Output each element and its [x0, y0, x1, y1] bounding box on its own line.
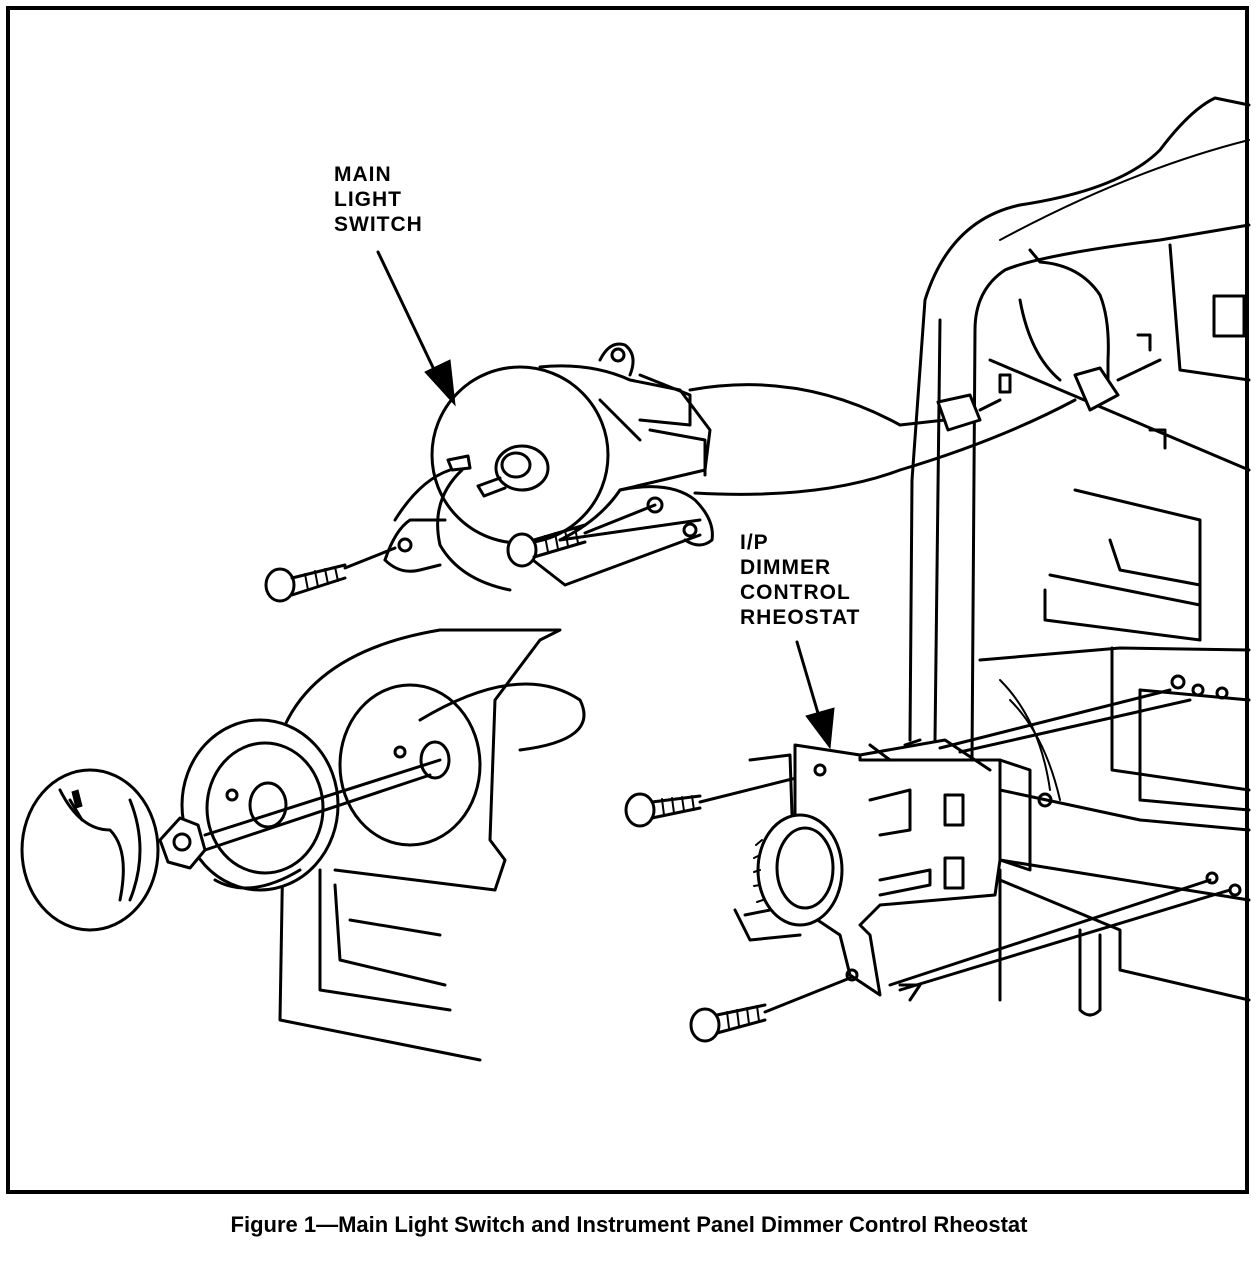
- dimmer-rheostat-label-line-4: RHEOSTAT: [740, 606, 861, 629]
- dimmer-rheostat-arrow: [795, 640, 835, 750]
- rheostat-screw-lower: [689, 976, 852, 1043]
- wiring-harness: [688, 358, 1162, 496]
- figure-frame: [6, 6, 1249, 1194]
- figure-caption: Figure 1—Main Light Switch and Instrumen…: [230, 1212, 1028, 1237]
- retaining-nut: [158, 816, 207, 870]
- dimmer-rheostat-label-line-1: I/P: [740, 531, 769, 554]
- main-light-switch-label-line-2: LIGHT: [334, 188, 402, 211]
- shaft-axis-line: [203, 758, 442, 837]
- dimmer-rheostat-label: I/P DIMMER CONTROL RHEOSTAT: [740, 530, 860, 630]
- dimmer-rheostat-label-line-3: CONTROL: [740, 581, 851, 604]
- main-light-switch-label: MAIN LIGHT SWITCH: [334, 162, 423, 237]
- main-light-switch-arrow: [376, 250, 456, 407]
- switch-mount-screw-right: [506, 503, 657, 568]
- shaft-axis-line-2: [203, 773, 432, 852]
- dimmer-rheostat-body: [733, 688, 1232, 1002]
- spacer-ring: [180, 718, 340, 892]
- main-light-switch-label-line-1: MAIN: [334, 163, 392, 186]
- trim-bezel: [278, 628, 586, 1062]
- switch-mount-screw-left: [264, 546, 397, 603]
- switch-knob: [20, 768, 160, 932]
- exploded-view-drawing: [20, 96, 1251, 1062]
- main-light-switch-label-line-3: SWITCH: [334, 213, 423, 236]
- main-light-switch-body: [383, 342, 714, 592]
- dimmer-rheostat-label-line-2: DIMMER: [740, 556, 832, 579]
